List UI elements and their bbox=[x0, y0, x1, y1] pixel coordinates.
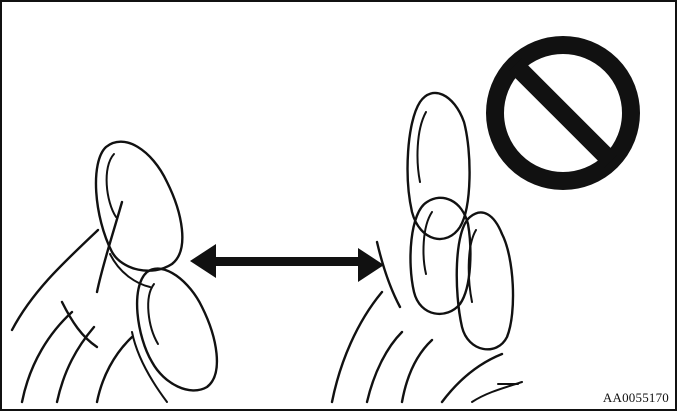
double-headed-arrow bbox=[190, 244, 384, 282]
figure-id-label: AA0055170 bbox=[603, 390, 669, 406]
left-hand bbox=[12, 142, 217, 402]
prohibited-icon bbox=[495, 45, 631, 181]
